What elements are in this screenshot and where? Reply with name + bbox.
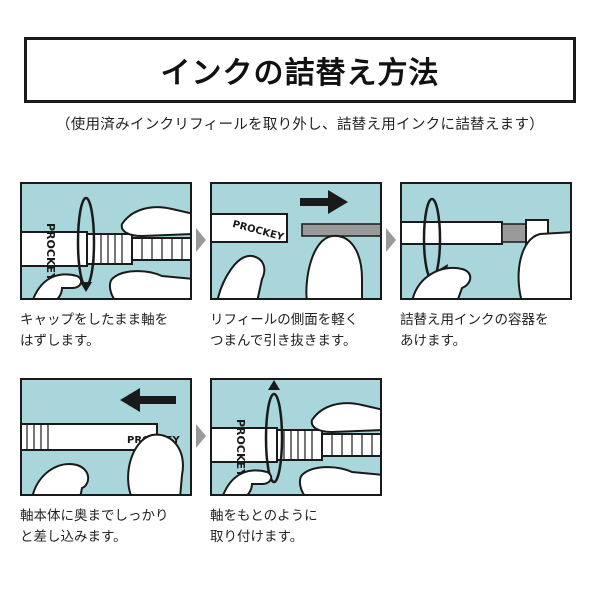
caption-line: はずします。: [20, 333, 100, 349]
step-1-illustration: PROCKEY: [20, 182, 192, 300]
step-5-illustration: PROCKEY: [210, 378, 382, 496]
title-box: インクの詰替え方法: [24, 37, 576, 103]
page-subtitle: （使用済みインクリフィールを取り外し、詰替え用インクに詰替えます）: [55, 117, 545, 133]
step-1-caption: キャップをしたまま軸を はずします。: [20, 310, 210, 352]
caption-line: 詰替え用インクの容器を: [400, 312, 549, 328]
rotate-arrow-icon: [264, 380, 284, 484]
caption-line: 軸をもとのように: [210, 508, 318, 524]
chevron-right-icon: [196, 424, 206, 448]
step-2-illustration: PROCKEY: [210, 182, 382, 300]
caption-line: あけます。: [400, 333, 467, 349]
caption-line: リフィールの側面を軽く: [210, 312, 359, 328]
caption-line: 軸本体に奥までしっかり: [20, 508, 169, 524]
step-2-caption: リフィールの側面を軽く つまんで引き抜きます。: [210, 310, 400, 352]
caption-line: 取り付けます。: [210, 529, 304, 545]
step-4-caption: 軸本体に奥までしっかり と差し込みます。: [20, 506, 210, 548]
caption-line: キャップをしたまま軸を: [20, 312, 169, 328]
chevron-right-icon: [386, 228, 396, 252]
brand-mark: PROCKEY: [234, 419, 247, 478]
step-4-illustration: PROCKEY: [20, 378, 192, 496]
arrow-left-icon: [120, 388, 176, 412]
chevron-right-icon: [196, 228, 206, 252]
step-3-illustration: [400, 182, 572, 300]
brand-mark: PROCKEY: [44, 223, 57, 282]
caption-line: つまんで引き抜きます。: [210, 333, 357, 349]
step-5-caption: 軸をもとのように 取り付けます。: [210, 506, 400, 548]
page-title: インクの詰替え方法: [160, 56, 440, 91]
rotate-arrow-icon: [76, 196, 96, 292]
arrow-right-icon: [300, 190, 348, 214]
step-3-caption: 詰替え用インクの容器を あけます。: [400, 310, 590, 352]
caption-line: と差し込みます。: [20, 529, 127, 545]
